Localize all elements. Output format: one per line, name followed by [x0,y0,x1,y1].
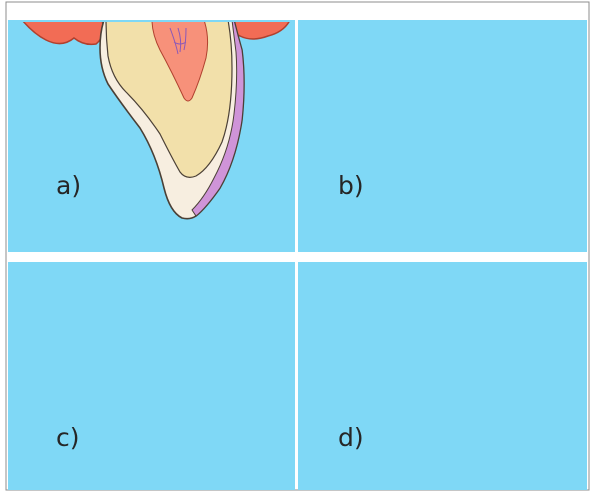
panel-background [298,20,587,252]
panel-background [8,262,295,490]
panel-label: b) [338,171,364,200]
panel-label: c) [56,423,80,452]
panel-label: a) [56,171,81,200]
panel-label: d) [338,423,364,452]
panel-4: d) [298,262,587,490]
panel-3: c) [8,262,295,490]
panel-background [298,262,587,490]
panel-2: b) [298,20,587,252]
panel-1: a) [8,20,295,252]
